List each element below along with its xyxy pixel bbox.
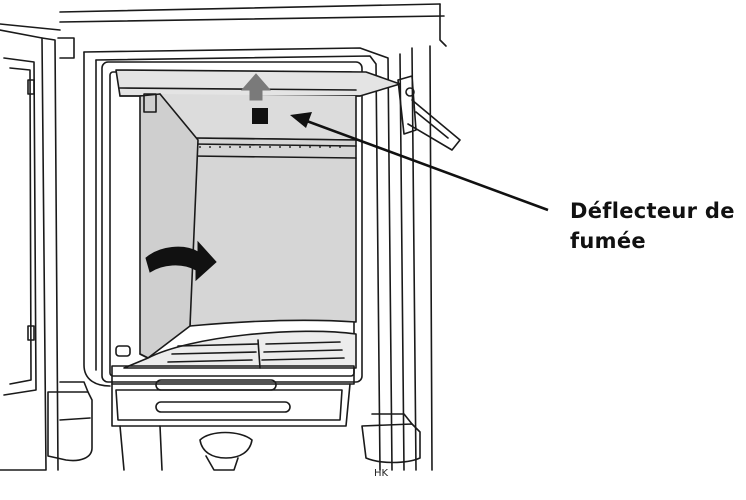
grate [115,330,357,369]
corner-mark: HK [374,468,389,479]
side-brick [139,93,199,359]
stove-top [59,3,447,47]
deflector-label-line1: Déflecteur de [570,199,735,223]
right-foot [361,413,421,464]
stove-frame [83,45,433,471]
curved-arrow-icon [145,240,217,282]
stove-base [119,425,253,471]
up-arrow-icon [240,73,272,101]
back-wall [189,137,357,327]
rivet-row [199,146,341,148]
left-door [0,23,93,471]
deflector-label: Déflecteur de fumée [570,196,746,256]
door-handle [397,75,461,151]
deflector-label-line2: fumée [570,229,646,253]
callout-leader [290,112,549,212]
deflector-marker [252,108,268,124]
ash-drawer [111,365,355,427]
